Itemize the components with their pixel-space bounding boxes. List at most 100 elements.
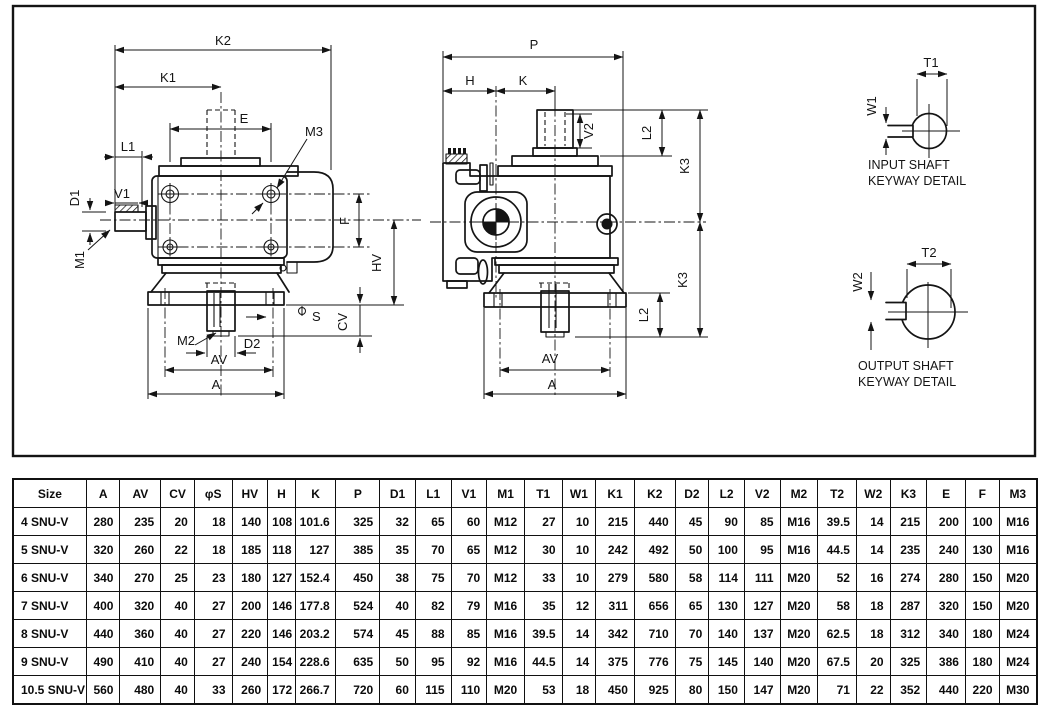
dim-label-h: H bbox=[465, 73, 474, 88]
value-cell: 50 bbox=[379, 647, 416, 676]
value-cell: 137 bbox=[743, 619, 781, 648]
value-cell: 145 bbox=[708, 647, 745, 676]
value-cell: 480 bbox=[119, 675, 162, 705]
value-cell: 200 bbox=[926, 507, 966, 536]
value-cell: 270 bbox=[119, 563, 162, 592]
value-cell: 58 bbox=[817, 591, 857, 620]
value-cell: 18 bbox=[855, 591, 891, 620]
size-cell: 6 SNU-V bbox=[12, 563, 87, 592]
value-cell: 150 bbox=[964, 591, 1000, 620]
column-header: M2 bbox=[779, 478, 819, 508]
value-cell: 146 bbox=[267, 619, 296, 648]
value-cell: 710 bbox=[633, 619, 676, 648]
value-cell: 70 bbox=[674, 619, 710, 648]
value-cell: 92 bbox=[450, 647, 488, 676]
value-cell: 18 bbox=[561, 675, 597, 705]
value-cell: 410 bbox=[119, 647, 162, 676]
value-cell: 100 bbox=[964, 507, 1000, 536]
column-header: AV bbox=[119, 478, 162, 508]
value-cell: 14 bbox=[561, 647, 597, 676]
dim-label-e: E bbox=[240, 111, 249, 126]
value-cell: 400 bbox=[85, 591, 121, 620]
column-header: F bbox=[964, 478, 1000, 508]
value-cell: 266.7 bbox=[294, 675, 337, 705]
column-header: T1 bbox=[523, 478, 563, 508]
value-cell: 320 bbox=[926, 591, 966, 620]
value-cell: M24 bbox=[998, 619, 1038, 648]
dim-label-p: P bbox=[530, 37, 539, 52]
dim-label-d2: D2 bbox=[244, 336, 261, 351]
value-cell: M20 bbox=[779, 647, 819, 676]
value-cell: 95 bbox=[743, 535, 781, 564]
value-cell: 39.5 bbox=[817, 507, 857, 536]
dim-label-f: F bbox=[337, 217, 352, 225]
dim-label-k3-bottom: K3 bbox=[675, 272, 690, 288]
column-header: Size bbox=[12, 478, 87, 508]
value-cell: 27 bbox=[193, 647, 233, 676]
value-cell: M16 bbox=[486, 591, 525, 620]
value-cell: 492 bbox=[633, 535, 676, 564]
column-header: T2 bbox=[817, 478, 857, 508]
value-cell: M16 bbox=[486, 619, 525, 648]
value-cell: 114 bbox=[708, 563, 745, 592]
value-cell: 280 bbox=[926, 563, 966, 592]
column-header: K bbox=[294, 478, 337, 508]
value-cell: 150 bbox=[964, 563, 1000, 592]
value-cell: 85 bbox=[450, 619, 488, 648]
column-header: E bbox=[926, 478, 966, 508]
value-cell: M20 bbox=[486, 675, 525, 705]
value-cell: M16 bbox=[486, 647, 525, 676]
value-cell: 279 bbox=[595, 563, 635, 592]
value-cell: 450 bbox=[335, 563, 381, 592]
value-cell: 220 bbox=[964, 675, 1000, 705]
value-cell: M16 bbox=[998, 507, 1038, 536]
front-view-dimensions bbox=[442, 51, 708, 399]
value-cell: 340 bbox=[926, 619, 966, 648]
size-cell: 9 SNU-V bbox=[12, 647, 87, 676]
dim-label-t2: T2 bbox=[921, 245, 936, 260]
value-cell: 242 bbox=[595, 535, 635, 564]
value-cell: 287 bbox=[889, 591, 928, 620]
dim-label-k3-top: K3 bbox=[677, 158, 692, 174]
dim-label-v1: V1 bbox=[114, 186, 130, 201]
value-cell: 18 bbox=[193, 535, 233, 564]
column-header: CV bbox=[160, 478, 195, 508]
value-cell: 45 bbox=[379, 619, 416, 648]
value-cell: 228.6 bbox=[294, 647, 337, 676]
value-cell: 150 bbox=[708, 675, 745, 705]
dim-label-l1: L1 bbox=[121, 139, 135, 154]
column-header: HV bbox=[231, 478, 269, 508]
value-cell: 320 bbox=[85, 535, 121, 564]
value-cell: 25 bbox=[160, 563, 195, 592]
value-cell: 45 bbox=[674, 507, 710, 536]
value-cell: 127 bbox=[294, 535, 337, 564]
value-cell: M30 bbox=[998, 675, 1038, 705]
dim-label-l2-bottom: L2 bbox=[636, 308, 651, 322]
value-cell: 325 bbox=[335, 507, 381, 536]
value-cell: 152.4 bbox=[294, 563, 337, 592]
value-cell: 27 bbox=[193, 619, 233, 648]
column-header: A bbox=[85, 478, 121, 508]
value-cell: 18 bbox=[855, 619, 891, 648]
value-cell: 146 bbox=[267, 591, 296, 620]
technical-drawing: K2 K1 E M3 L1 V1 D1 M1 F HV S CV M2 D2 A… bbox=[11, 4, 1037, 458]
value-cell: M20 bbox=[779, 675, 819, 705]
value-cell: 85 bbox=[743, 507, 781, 536]
value-cell: 180 bbox=[231, 563, 269, 592]
dim-label-m2: M2 bbox=[177, 333, 195, 348]
value-cell: 180 bbox=[964, 647, 1000, 676]
column-header: V2 bbox=[743, 478, 781, 508]
value-cell: M20 bbox=[779, 619, 819, 648]
value-cell: 450 bbox=[595, 675, 635, 705]
dim-label-a-front: A bbox=[548, 377, 557, 392]
value-cell: 656 bbox=[633, 591, 676, 620]
value-cell: 38 bbox=[379, 563, 416, 592]
size-cell: 7 SNU-V bbox=[12, 591, 87, 620]
value-cell: 127 bbox=[743, 591, 781, 620]
value-cell: 118 bbox=[267, 535, 296, 564]
